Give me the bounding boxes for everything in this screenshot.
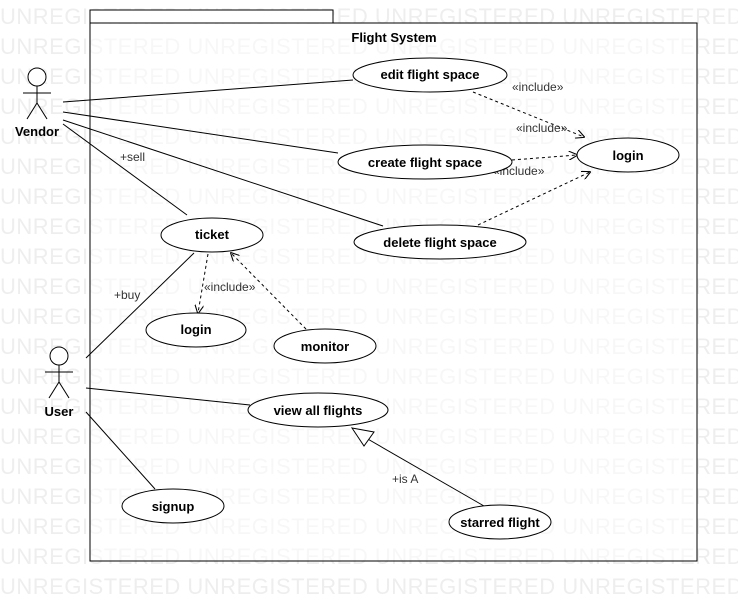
use-case-ellipse: [448, 504, 552, 540]
use-case-starred-flight[interactable]: starred flight: [448, 504, 552, 540]
use-case-label: ticket: [195, 227, 230, 242]
relation-labels: «include» «include» «include» «include» …: [114, 80, 568, 486]
assoc-user-view[interactable]: [85, 387, 251, 406]
use-case-label: login: [180, 322, 211, 337]
actor-leg: [48, 381, 60, 399]
use-case-login-user[interactable]: login: [145, 312, 247, 348]
actor-leg: [26, 102, 38, 120]
use-case-view-all-flights[interactable]: view all flights: [247, 392, 389, 428]
assoc-vendor-ticket[interactable]: [62, 123, 188, 216]
use-case-ellipse: [247, 392, 389, 428]
use-case-create-flight-space[interactable]: create flight space: [337, 144, 513, 180]
use-case-ellipse: [353, 224, 527, 260]
actor-user[interactable]: User: [45, 346, 74, 419]
include-label: «include»: [516, 121, 568, 135]
generalization-line: [365, 437, 485, 507]
use-case-label: monitor: [301, 339, 349, 354]
generalization-arrowhead: [350, 427, 375, 447]
assoc-vendor-create[interactable]: [62, 111, 339, 154]
is-a-label: +is A: [392, 472, 418, 486]
actor-vendor[interactable]: Vendor: [15, 67, 59, 139]
actor-leg: [58, 381, 70, 399]
use-case-edit-flight-space[interactable]: edit flight space: [352, 57, 508, 93]
use-case-signup[interactable]: signup: [121, 488, 225, 524]
buy-label: +buy: [114, 288, 140, 302]
use-case-label: create flight space: [368, 155, 482, 170]
use-case-delete-flight-space[interactable]: delete flight space: [353, 224, 527, 260]
use-case-ellipse: [576, 137, 680, 173]
include-label: «include»: [204, 280, 256, 294]
use-case-ellipse: [121, 488, 225, 524]
use-case-ellipse: [273, 328, 377, 364]
include-ticket-login[interactable]: [198, 253, 209, 313]
use-case-label: view all flights: [274, 403, 363, 418]
use-case-label: login: [612, 148, 643, 163]
assoc-user-signup[interactable]: [85, 411, 156, 490]
assoc-vendor-edit[interactable]: [62, 79, 354, 103]
use-case-label: edit flight space: [381, 67, 480, 82]
assoc-user-ticket[interactable]: [85, 252, 195, 359]
associations: [62, 79, 384, 490]
actor-label: Vendor: [15, 124, 59, 139]
use-case-ellipse: [337, 144, 513, 180]
use-case-ellipse: [160, 217, 264, 253]
use-case-label: starred flight: [460, 515, 540, 530]
include-delete-login[interactable]: [477, 172, 590, 226]
use-case-label: delete flight space: [383, 235, 496, 250]
use-case-login-vendor[interactable]: login: [576, 137, 680, 173]
use-case-ellipse: [145, 312, 247, 348]
include-dependencies: [198, 91, 590, 330]
package-tab: [89, 9, 334, 24]
system-boundary[interactable]: Flight System: [89, 9, 698, 562]
system-title: Flight System: [351, 30, 436, 45]
generalization[interactable]: [350, 427, 485, 507]
actor-label: User: [45, 404, 74, 419]
use-case-monitor[interactable]: monitor: [273, 328, 377, 364]
include-edit-login[interactable]: [472, 91, 584, 137]
actor-head: [27, 67, 47, 87]
use-case-ellipse: [352, 57, 508, 93]
include-label: «include»: [512, 80, 564, 94]
use-case-label: signup: [152, 499, 195, 514]
sell-label: +sell: [120, 150, 145, 164]
system-frame: [89, 22, 698, 562]
assoc-vendor-delete[interactable]: [62, 119, 384, 227]
include-create-login[interactable]: [511, 155, 577, 161]
use-case-ticket[interactable]: ticket: [160, 217, 264, 253]
actor-head: [49, 346, 69, 366]
actor-leg: [36, 102, 48, 120]
